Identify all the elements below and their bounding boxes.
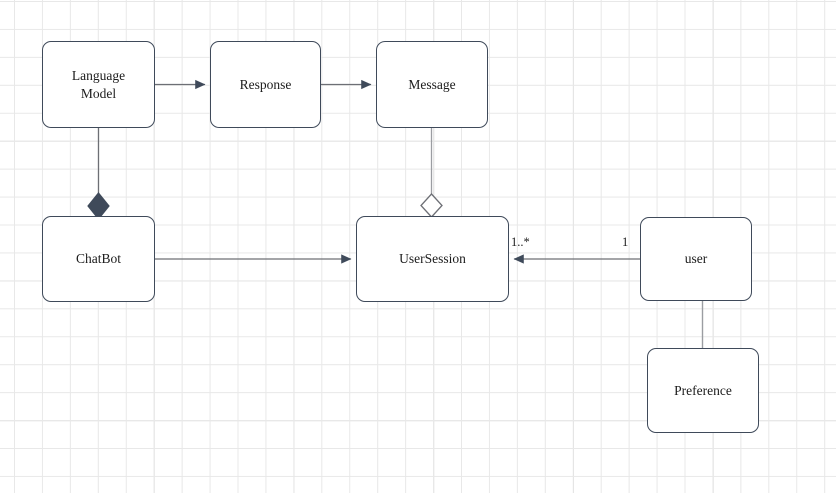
node-message[interactable]: Message	[376, 41, 488, 128]
node-response[interactable]: Response	[210, 41, 321, 128]
node-label-preference: Preference	[674, 382, 732, 398]
aggregation-diamond-icon	[420, 193, 443, 218]
edge-language-model-to-chatbot	[87, 128, 110, 220]
node-chatbot[interactable]: ChatBot	[42, 216, 155, 302]
node-label-chatbot: ChatBot	[75, 251, 121, 267]
node-language-model[interactable]: Language Model	[42, 41, 155, 128]
node-label-response: Response	[239, 76, 292, 92]
node-label-user: user	[684, 251, 708, 267]
node-preference[interactable]: Preference	[647, 348, 759, 433]
node-label-usersession: UserSession	[399, 251, 466, 267]
node-label-message: Message	[408, 76, 456, 92]
edge-message-to-usersession	[420, 128, 443, 218]
node-label-language-model: Language Model	[71, 67, 126, 101]
node-usersession[interactable]: UserSession	[356, 216, 509, 302]
node-user[interactable]: user	[640, 217, 752, 301]
edge-label-user-multiplicity: 1	[622, 235, 629, 249]
edge-label-usersession-multiplicity: 1..*	[511, 235, 530, 249]
